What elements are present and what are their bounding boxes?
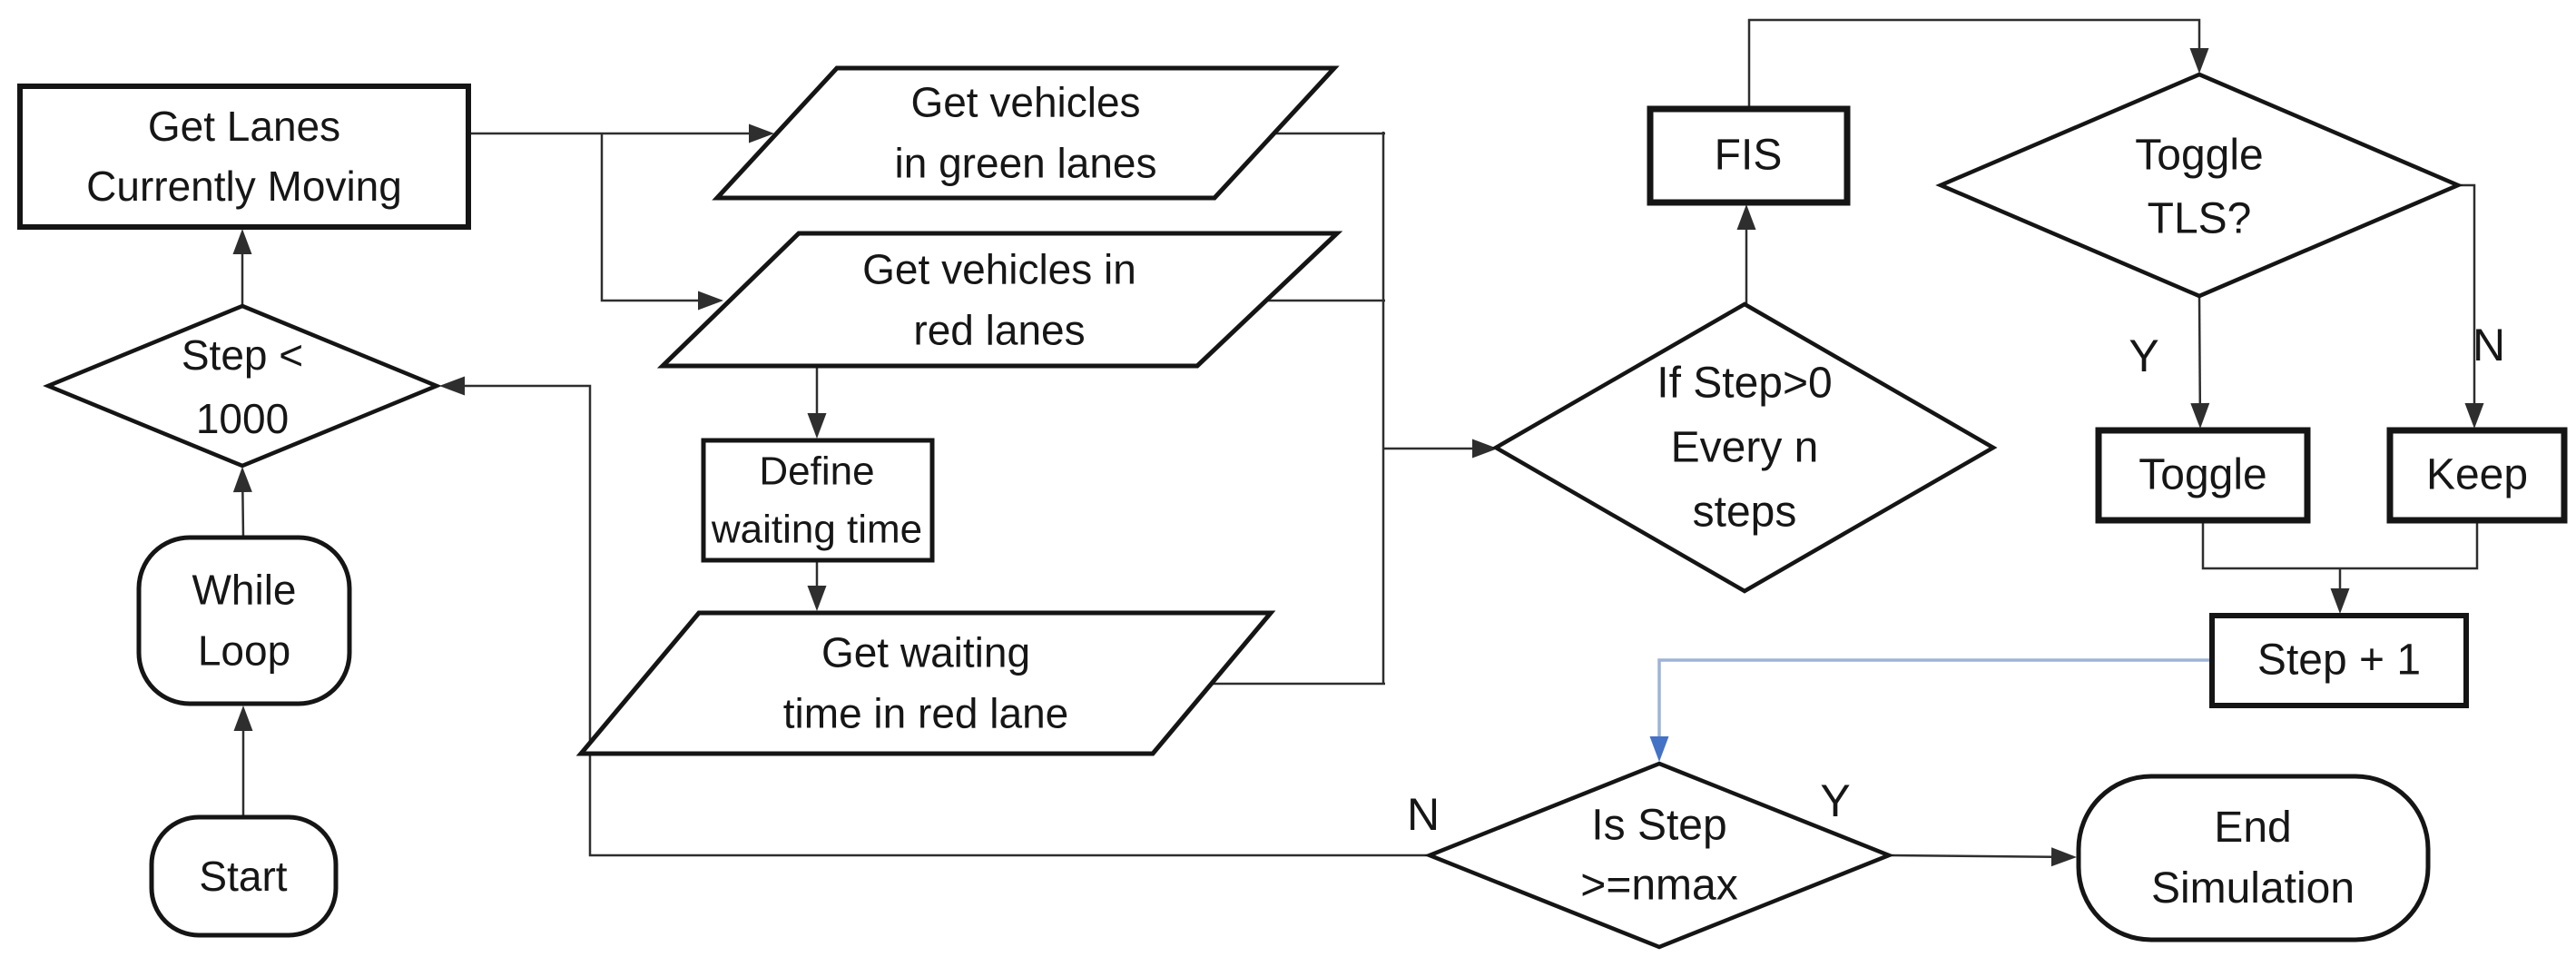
toggle-tls-decision-label: Toggle bbox=[2135, 132, 2263, 180]
keep-process-shape bbox=[2386, 427, 2568, 524]
get-waiting-time-io-label: Get waiting bbox=[821, 629, 1030, 676]
define-waiting-time-process-label: Define bbox=[759, 449, 874, 494]
edge-step1-to-isstep-blue-arrowhead-icon bbox=[1649, 736, 1669, 762]
branch-label-y-toggle: Y bbox=[2129, 331, 2158, 381]
edge-step1-to-isstep-blue bbox=[1657, 658, 2212, 736]
get-vehicles-red-io: Get vehicles in red lanes bbox=[656, 231, 1343, 369]
if-step-every-n-decision-label: If Step>0 bbox=[1657, 360, 1832, 408]
edge-getlanes-to-red-arrowhead-icon bbox=[698, 291, 723, 311]
edge-toggletls-n-branch-arrowhead-icon bbox=[2464, 403, 2484, 429]
toggle-tls-decision-label: TLS? bbox=[2148, 195, 2252, 243]
edge-isstep-y-to-end-arrowhead-icon bbox=[2050, 847, 2077, 867]
end-simulation-terminator-shape bbox=[2076, 774, 2431, 942]
edge-while-to-step-arrowhead-icon bbox=[232, 467, 252, 493]
is-step-nmax-decision: Is Step >=nmax bbox=[1423, 761, 1895, 950]
edge-start-to-while-arrowhead-icon bbox=[233, 706, 253, 731]
get-vehicles-green-io-label: in green lanes bbox=[895, 140, 1157, 187]
start-terminator-label: Start bbox=[199, 853, 287, 900]
edge-toggletls-y-branch bbox=[2197, 295, 2202, 404]
get-vehicles-green-io: Get vehicles in green lanes bbox=[712, 65, 1340, 201]
keep-process-label: Keep bbox=[2426, 451, 2528, 499]
while-loop-terminator-shape bbox=[136, 535, 352, 706]
edge-red-to-define-arrowhead-icon bbox=[807, 413, 827, 439]
edge-fis-to-toggletls-arrowhead-icon bbox=[2189, 48, 2209, 74]
step-lt-1000-decision-label: 1000 bbox=[196, 395, 289, 442]
get-lanes-process-label: Get Lanes bbox=[148, 103, 340, 150]
toggle-tls-decision-shape bbox=[1935, 72, 2463, 299]
keep-process: Keep bbox=[2386, 427, 2568, 524]
branch-label-y-isstep: Y bbox=[1820, 775, 1850, 826]
edge-merge-to-step1-arrowhead-icon bbox=[2330, 588, 2350, 614]
get-vehicles-red-io-label: red lanes bbox=[913, 307, 1085, 354]
toggle-process-label: Toggle bbox=[2138, 451, 2266, 499]
step-lt-1000-decision-shape bbox=[43, 303, 442, 469]
if-step-every-n-decision-label: Every n bbox=[1671, 424, 1819, 472]
edge-getlanes-to-red bbox=[600, 133, 698, 302]
define-waiting-time-process-label: waiting time bbox=[711, 508, 922, 552]
fis-process-label: FIS bbox=[1715, 132, 1783, 180]
if-step-every-n-decision-label: steps bbox=[1693, 488, 1797, 537]
step-lt-1000-decision: Step < 1000 bbox=[43, 303, 442, 469]
while-loop-terminator-label: Loop bbox=[198, 627, 290, 675]
step-plus-1-process-shape bbox=[2209, 613, 2469, 708]
branch-label-n-keep: N bbox=[2473, 320, 2505, 370]
fis-process-shape bbox=[1647, 105, 1851, 206]
step-lt-1000-decision-label: Step < bbox=[182, 331, 303, 379]
toggle-process: Toggle bbox=[2095, 427, 2311, 524]
get-vehicles-green-io-label: Get vehicles bbox=[910, 79, 1140, 126]
define-waiting-time-process: Define waiting time bbox=[701, 438, 935, 563]
is-step-nmax-decision-label: Is Step bbox=[1591, 802, 1726, 850]
is-step-nmax-decision-label: >=nmax bbox=[1580, 862, 1737, 910]
get-waiting-time-io-shape bbox=[575, 610, 1276, 756]
edge-getlanes-to-green-arrowhead-icon bbox=[749, 123, 774, 143]
edge-define-to-waiting-arrowhead-icon bbox=[807, 586, 827, 611]
define-waiting-time-process-shape bbox=[701, 438, 935, 563]
edges-layer bbox=[232, 18, 2484, 867]
edge-isstep-n-feedback bbox=[465, 384, 1430, 857]
edge-collector-to-ifstep-arrowhead-icon bbox=[1472, 439, 1498, 459]
edge-isstep-y-to-end bbox=[1888, 854, 2052, 858]
edge-toggletls-y-branch-arrowhead-icon bbox=[2190, 402, 2210, 429]
edge-isstep-n-feedback-arrowhead-icon bbox=[439, 376, 465, 396]
branch-label-n-isstep: N bbox=[1407, 789, 1440, 840]
edge-step-to-getlanes-arrowhead-icon bbox=[232, 229, 252, 254]
end-simulation-terminator-label: End bbox=[2214, 804, 2291, 852]
get-vehicles-red-io-label: Get vehicles in bbox=[862, 246, 1136, 293]
fis-process: FIS bbox=[1647, 105, 1851, 206]
edge-toggletls-n-branch bbox=[2458, 183, 2476, 403]
edge-while-to-step bbox=[241, 491, 245, 538]
is-step-nmax-decision-shape bbox=[1423, 761, 1895, 950]
step-plus-1-process: Step + 1 bbox=[2209, 613, 2469, 708]
get-waiting-time-io: Get waiting time in red lane bbox=[575, 610, 1276, 756]
step-plus-1-process-label: Step + 1 bbox=[2257, 636, 2421, 685]
edge-toggle-keep-merge bbox=[2201, 520, 2479, 570]
edge-ifstep-to-fis-arrowhead-icon bbox=[1736, 204, 1756, 230]
end-simulation-terminator-label: Simulation bbox=[2151, 864, 2355, 913]
while-loop-terminator-label: While bbox=[192, 567, 296, 614]
edge-fis-to-toggletls bbox=[1747, 18, 2201, 109]
if-step-every-n-decision-shape bbox=[1491, 301, 1998, 594]
get-vehicles-green-io-shape bbox=[712, 65, 1340, 201]
get-lanes-process-shape bbox=[17, 84, 471, 230]
get-vehicles-red-io-shape bbox=[656, 231, 1343, 369]
start-terminator-shape bbox=[149, 814, 339, 938]
toggle-process-shape bbox=[2095, 427, 2311, 524]
get-lanes-process-label: Currently Moving bbox=[86, 163, 402, 210]
get-waiting-time-io-label: time in red lane bbox=[783, 690, 1069, 737]
labels-layer: Y N N Y bbox=[1407, 320, 2505, 840]
start-terminator: Start bbox=[149, 814, 339, 938]
